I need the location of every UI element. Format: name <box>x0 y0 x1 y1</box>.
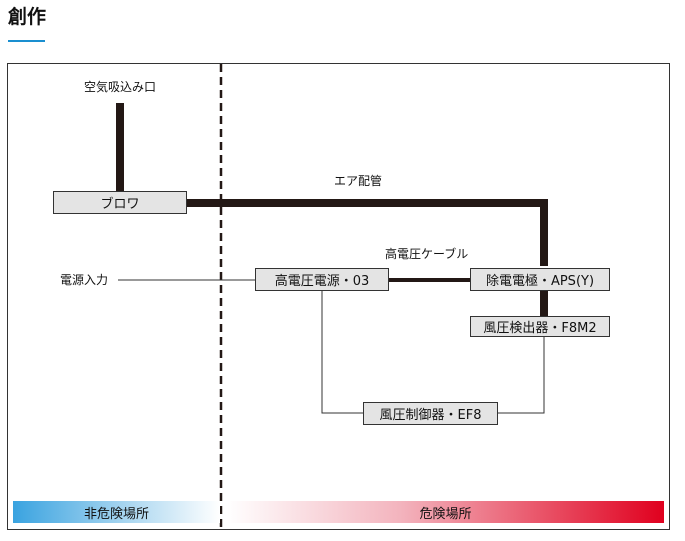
power-input-label: 電源入力 <box>60 273 109 287</box>
air-piping <box>187 199 548 266</box>
hv-power-supply-node: 高電圧電源・03 <box>255 268 389 291</box>
detector-controller-wire <box>498 337 545 414</box>
pressure-detector-node: 風圧検出器・F8M2 <box>470 316 610 337</box>
page-title: 創作 <box>8 6 47 28</box>
air-intake-label: 空気吸込み口 <box>84 80 157 94</box>
non-hazardous-zone-bar: 非危険場所 <box>13 501 220 523</box>
hv-cable-label: 高電圧ケーブル <box>385 247 469 261</box>
blower-node: ブロワ <box>53 191 187 214</box>
power-controller-wire <box>321 291 363 414</box>
air-piping-label: エア配管 <box>334 174 383 188</box>
hazardous-zone-bar: 危険場所 <box>227 501 664 523</box>
title-underline <box>8 40 45 42</box>
diagram-frame <box>7 63 670 530</box>
hazardous-zone-label: 危険場所 <box>419 506 472 522</box>
pressure-controller-node: 風圧制御器・EF8 <box>363 402 498 425</box>
non-hazardous-zone-label: 非危険場所 <box>83 506 149 522</box>
dust-electrode-node: 除電電極・APS(Y) <box>470 268 610 291</box>
